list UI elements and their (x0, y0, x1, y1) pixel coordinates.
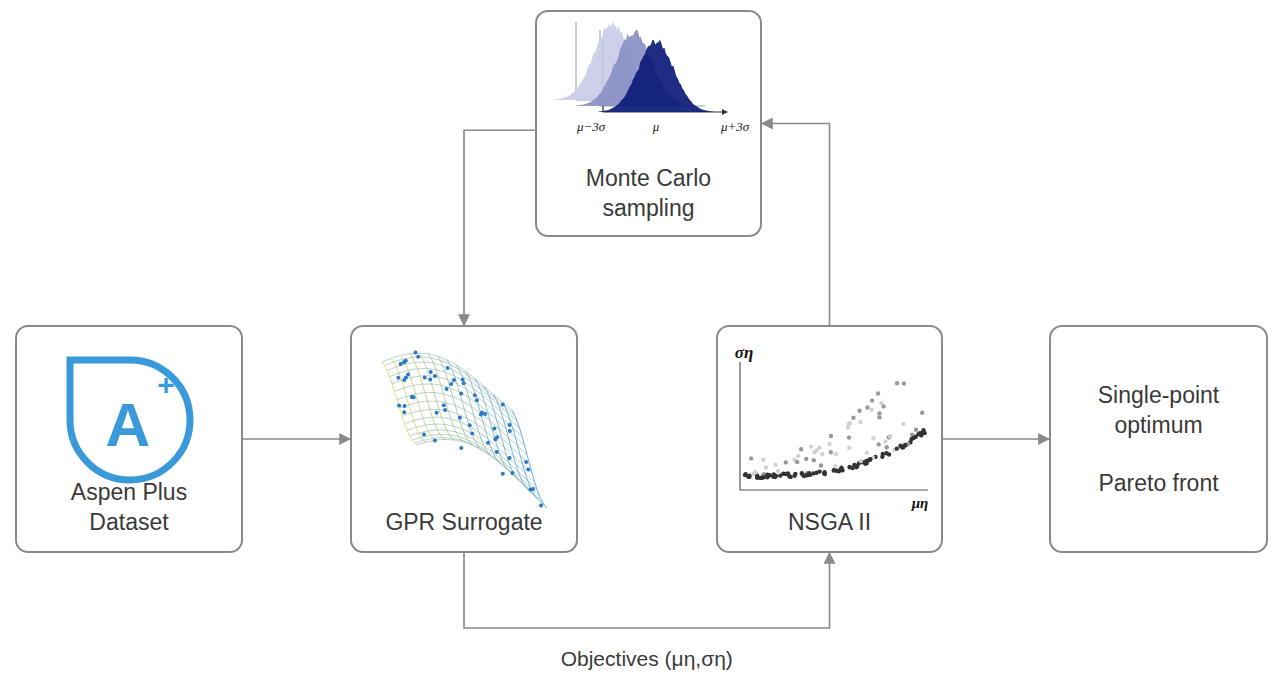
box-label: Pareto front (1098, 468, 1218, 498)
flow-arrow (464, 553, 830, 628)
axis-tick: μ−3σ (577, 120, 605, 133)
flow-arrow (762, 124, 830, 326)
process-box: Single-point optimumPareto front (1049, 325, 1268, 553)
edge-label: Objectives (μη,ση) (557, 646, 737, 672)
histogram (598, 40, 713, 112)
flow-arrow (943, 438, 1049, 440)
gpr-surface (382, 351, 547, 509)
box-label: Aspen Plus Dataset (54, 477, 204, 537)
axis-label: ση (735, 344, 754, 361)
flow-arrow (243, 438, 350, 440)
pareto-scatter (743, 381, 927, 480)
logo-plus: + (157, 370, 175, 400)
box-label: Single-point optimum (1071, 380, 1246, 440)
box-label: GPR Surrogate (385, 507, 542, 537)
histograms (554, 22, 713, 113)
axis-tick: μ+3σ (721, 120, 749, 133)
axis-tick: μ (653, 120, 660, 133)
scatter-axes (740, 362, 928, 490)
aspen-logo (70, 360, 190, 480)
box-label: NSGA II (788, 507, 871, 537)
box-label: Monte Carlo sampling (569, 163, 729, 223)
process-box: GPR Surrogate (350, 325, 578, 553)
logo-letter: A (106, 394, 151, 456)
flow-arrow (464, 130, 535, 325)
axis-label: μη (912, 496, 929, 511)
